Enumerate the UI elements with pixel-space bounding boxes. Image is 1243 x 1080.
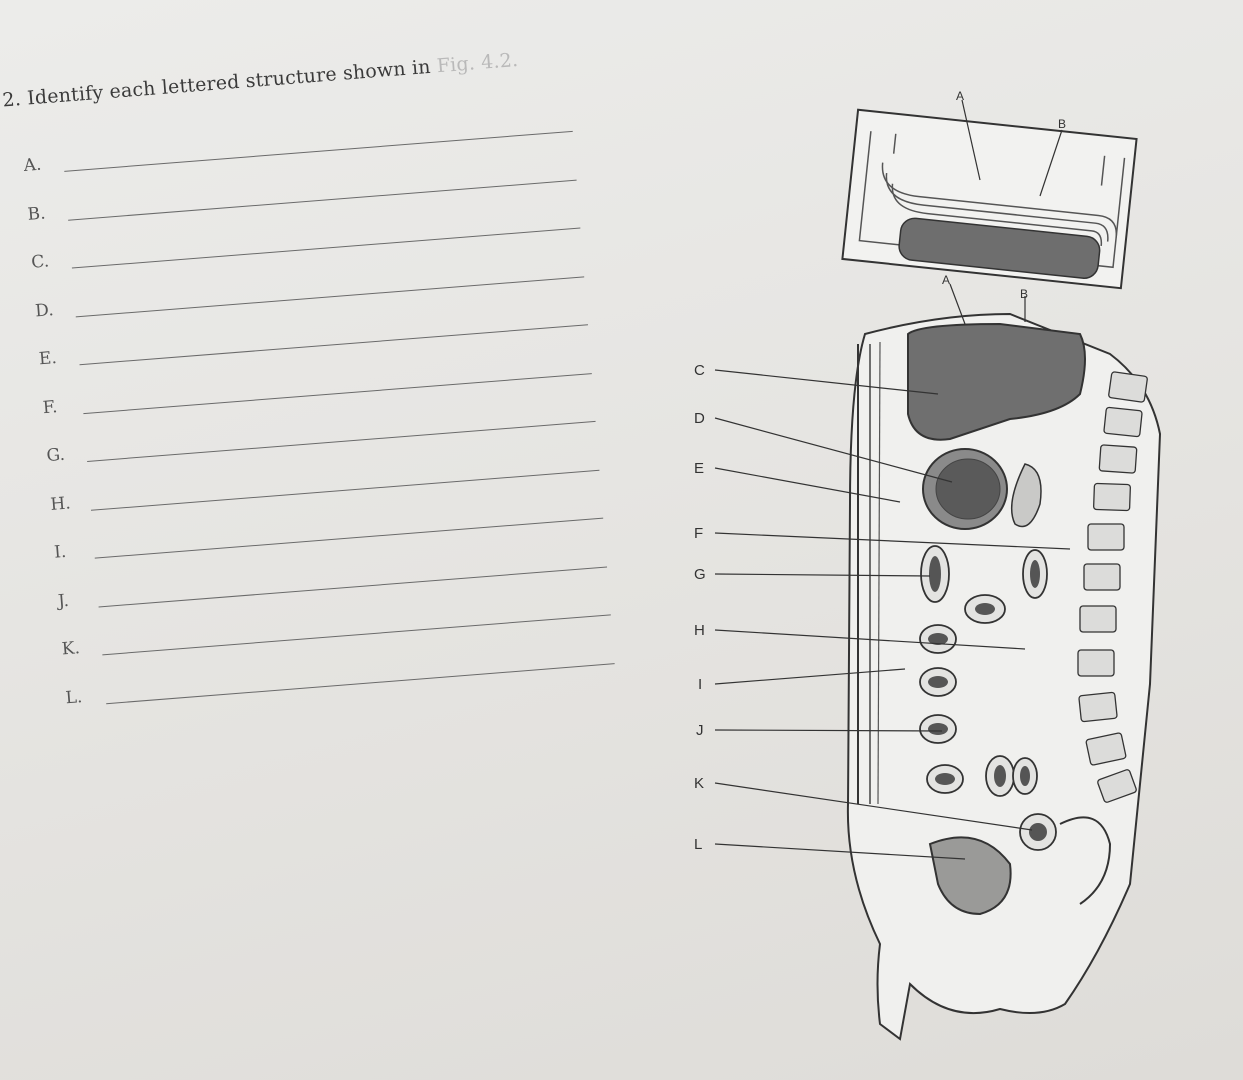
side-label-g: G bbox=[694, 566, 706, 583]
answer-letter: G. bbox=[45, 444, 66, 467]
answer-letter: D. bbox=[34, 299, 55, 322]
figure-reference: Fig. 4.2. bbox=[435, 48, 520, 78]
question-number: 2. bbox=[1, 88, 22, 112]
sagittal-section bbox=[846, 312, 1162, 1041]
side-label-h: H bbox=[694, 622, 705, 639]
figure-svg: A B bbox=[694, 89, 1162, 1041]
inset-label-a: A bbox=[956, 89, 964, 103]
main-label-b: B bbox=[1020, 287, 1028, 301]
inset-organ bbox=[898, 217, 1101, 279]
inset-label-b: B bbox=[1058, 117, 1066, 131]
side-label-f: F bbox=[694, 525, 703, 542]
answer-letter: A. bbox=[22, 154, 43, 176]
answer-letter: H. bbox=[49, 492, 72, 515]
side-label-i: I bbox=[698, 676, 702, 693]
answer-letter: K. bbox=[61, 638, 81, 660]
answer-letter: E. bbox=[38, 348, 58, 370]
side-label-c: C bbox=[694, 362, 705, 379]
answer-line[interactable] bbox=[106, 662, 615, 704]
anatomy-figure: A B bbox=[680, 84, 1200, 1074]
answer-letter: B. bbox=[26, 202, 47, 225]
main-label-a: A bbox=[942, 273, 950, 287]
answer-letter: L. bbox=[64, 686, 84, 708]
answer-letter: F. bbox=[42, 396, 59, 418]
answer-letter: I. bbox=[53, 541, 68, 563]
side-label-l: L bbox=[694, 836, 702, 853]
leader-lines bbox=[714, 369, 1071, 860]
side-label-e: E bbox=[694, 460, 704, 477]
question-block: 2. Identify each lettered structure show… bbox=[0, 0, 615, 708]
side-label-d: D bbox=[694, 410, 705, 427]
inset-diagram bbox=[841, 108, 1138, 290]
question-prompt: Identify each lettered structure shown i… bbox=[26, 55, 432, 110]
answer-list: A. B. C. D. E. F. G. H. I. J. K. L. bbox=[1, 93, 615, 718]
side-label-k: K bbox=[694, 775, 704, 792]
side-label-j: J bbox=[696, 722, 704, 739]
answer-letter: J. bbox=[57, 590, 70, 612]
answer-letter: C. bbox=[30, 251, 50, 273]
